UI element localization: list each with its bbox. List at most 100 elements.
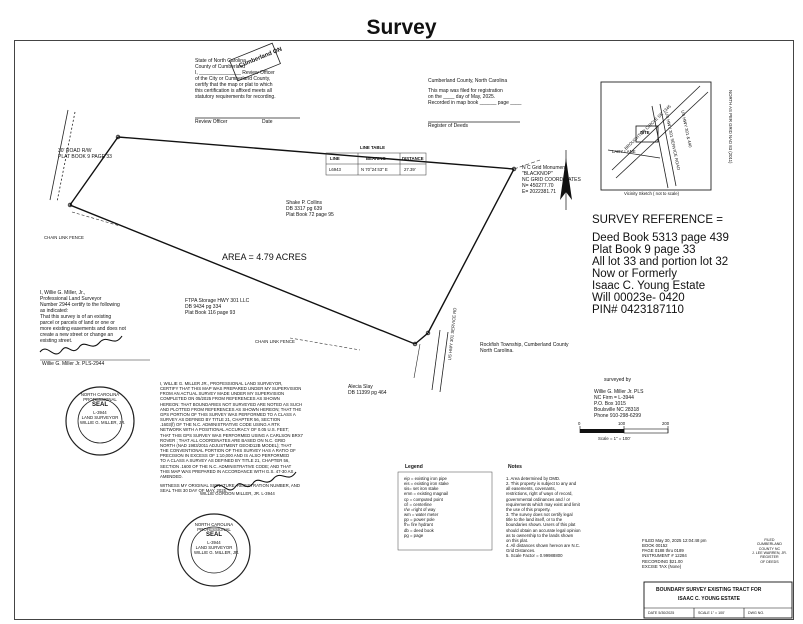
long-cert-line: SEAL THIS 30 DAY OF MAY, 2025. bbox=[160, 488, 228, 494]
fence-label: CHAIN LINK FENCE bbox=[44, 235, 84, 240]
surveyor-cert-line: Professional Land Surveyor bbox=[40, 296, 102, 302]
recording-line: FILED May 30, 2025 12:04:48 pm bbox=[642, 538, 707, 543]
long-cert-line: THIS MAP WAS PREPARED IN ACCORDANCE WITH… bbox=[160, 468, 294, 474]
line-table-header: DISTANCE bbox=[402, 156, 424, 161]
vicinity-caption: Vicinity Sketch ( not to scale) bbox=[624, 191, 680, 196]
long-cert-line: I, WILLIE G. MILLER JR., PROFESSIONAL LA… bbox=[160, 381, 283, 386]
legend-item: c/l = centerline bbox=[404, 501, 432, 507]
vicinity-site-label: SITE bbox=[640, 130, 650, 135]
title-block-cell: DWG NO. bbox=[748, 611, 765, 615]
surveyed-by-line: P.O. Box 1015 bbox=[594, 401, 626, 407]
register-of-deeds-label: Register of Deeds bbox=[428, 123, 469, 129]
survey-reference-line: PIN# 0423187110 bbox=[592, 304, 684, 317]
legend-item: emn = existing magnail bbox=[404, 491, 449, 497]
page-title: Survey bbox=[366, 16, 437, 39]
line-table-cell: L6943 bbox=[329, 167, 341, 172]
grid-monument-note: N C Grid Monument "BLACKNOP" NC GRID COO… bbox=[522, 165, 581, 195]
line-table-cell: 27.39' bbox=[404, 167, 416, 172]
registration-line: on the ____ day of May, 2025. bbox=[428, 94, 496, 100]
legend-item: pp = power pole bbox=[404, 517, 435, 523]
note-line: all easements, covenants, bbox=[506, 486, 556, 492]
surveyed-by-line: NC Firm = L-3944 bbox=[594, 395, 634, 401]
road-row-line bbox=[56, 111, 76, 203]
scale-label: Scale = 1" = 100' bbox=[598, 436, 631, 441]
parcel-boundary bbox=[68, 136, 516, 345]
legend-item: eip = existing iron pipe bbox=[404, 476, 447, 481]
review-date-label: Date bbox=[262, 119, 273, 125]
note-line: governmental ordinances and / or bbox=[506, 496, 571, 502]
title-block-cell: SCALE 1" = 100' bbox=[698, 611, 725, 615]
registration-county: Cumberland County, North Carolina bbox=[428, 78, 508, 84]
surveyor-name: Willie G. Miller Jr. PLS-2944 bbox=[42, 361, 105, 367]
long-cert-line: CERTIFY THAT THIS MAP WAS PREPARED UNDER… bbox=[160, 386, 302, 392]
note-line: on this plat. bbox=[506, 537, 528, 543]
monument-line: N C Grid Monument bbox=[522, 165, 567, 171]
seal-text: SEAL bbox=[91, 402, 108, 409]
fence-label: CHAIN LINK FENCE bbox=[255, 339, 295, 344]
note-line: requirements which may exist and limit bbox=[506, 501, 580, 507]
surveyor-seal-2 bbox=[177, 513, 251, 587]
surveyor-seal-1 bbox=[65, 386, 135, 456]
long-cert-line: PRECISION IN EXCESS OF 1:10,000 AND IS A… bbox=[160, 453, 290, 459]
seal-2-text: NORTH CAROLINA PROFESSIONAL SEAL L-3944 … bbox=[194, 522, 239, 555]
notes-title: Notes bbox=[508, 464, 522, 470]
register-stamp-line: COUNTY NC bbox=[758, 546, 781, 551]
monument-line: N= 450277.70 bbox=[522, 183, 554, 189]
line-table-cell: N 70°24'43" E bbox=[361, 167, 388, 172]
legend-item: cp = computed point bbox=[404, 496, 443, 502]
surveyor-cert-line: Number 2944 certify to the following bbox=[40, 302, 120, 308]
long-certification: I, WILLIE G. MILLER JR., PROFESSIONAL LA… bbox=[160, 381, 303, 493]
seal-text: SEAL bbox=[205, 532, 222, 539]
service-road-line bbox=[431, 329, 441, 391]
surveyed-by-label: surveyed by bbox=[604, 377, 631, 383]
title-block-line2: ISAAC C. YOUNG ESTATE bbox=[678, 596, 740, 602]
cumberland-stamp-box bbox=[229, 42, 281, 82]
register-stamp-line: CUMBERLAND bbox=[756, 542, 782, 547]
seal-1-text: NORTH CAROLINA PROFESSIONAL SEAL L-3944 … bbox=[80, 392, 125, 425]
owner-north: Shake P. Collins DB 3317 pg 639 Plat Boo… bbox=[286, 200, 334, 218]
line-table-title: LINE TABLE bbox=[360, 145, 385, 150]
signature-stroke bbox=[39, 335, 123, 355]
recording-line: PAGE 0188 thru 0189 bbox=[642, 548, 684, 554]
legend-item: pg = page bbox=[404, 532, 424, 538]
owner-line: FTPA Storage HWY 301 LLC bbox=[185, 298, 250, 304]
review-officer-cert: State of North Carolina County of Cumber… bbox=[195, 58, 276, 100]
long-cert-line: ROVER ; THAT ALL COORDINATES ARE BASED O… bbox=[160, 437, 286, 443]
surveyor-cert-line: I, Willie G. Miller, Jr., bbox=[40, 290, 86, 296]
road-row-note: 30' ROAD R/W PLAT BOOK 9 PAGE 33 bbox=[58, 148, 112, 160]
registration-line: This map was filed for registration bbox=[428, 88, 503, 94]
recording-line: RECORDING $21.00 bbox=[642, 558, 683, 564]
long-cert-line: HEREON: THAT BOUNDARIES NOT SURVEYED ARE… bbox=[160, 401, 303, 407]
scale-bar bbox=[579, 426, 669, 434]
vicinity-map-box bbox=[600, 81, 712, 191]
monument-line: E= 2022381.71 bbox=[522, 189, 557, 195]
road-note-line: 30' ROAD R/W bbox=[58, 148, 92, 154]
township-line: Rockfish Township, Cumberland County bbox=[480, 342, 569, 348]
surveyed-by-line: Willie G. Miller Jr. PLS bbox=[594, 389, 644, 395]
note-line: the use of this property. bbox=[506, 506, 551, 512]
owner-line: Alecia Slay bbox=[348, 384, 373, 390]
seal-text: L-3944 bbox=[93, 409, 107, 415]
title-block-box bbox=[643, 581, 793, 619]
note-line: title to the land itself, or to the bbox=[506, 517, 563, 523]
long-cert-line: THE CONVENTIONAL PORTION OF THIS SURVEY … bbox=[160, 448, 296, 454]
seal-text: NORTH CAROLINA bbox=[80, 392, 120, 397]
service-road-line bbox=[413, 343, 421, 379]
surveyor-cert-line: more existing easements and does not bbox=[40, 326, 126, 332]
review-officer-label: Review Officer bbox=[195, 119, 228, 125]
cert-line: of the City or Cumberland County, bbox=[195, 76, 271, 82]
survey-reference: SURVEY REFERENCE = Deed Book 5313 page 4… bbox=[592, 214, 729, 317]
survey-reference-line: Plat Book 9 page 33 bbox=[592, 244, 696, 257]
note-line: Grid Distances. bbox=[506, 548, 536, 554]
scale-tick-label: 0 bbox=[578, 421, 581, 426]
seal-text: LAND SURVEYOR bbox=[195, 544, 233, 550]
long-cert-line: TO A CLASS A SURVEY AS DEFINED BY TITLE … bbox=[160, 458, 290, 464]
owner-line: DB 11399 pg 464 bbox=[348, 390, 387, 396]
owner-line: DB 3317 pg 639 bbox=[286, 206, 323, 212]
corner-marker bbox=[425, 330, 431, 336]
recording-line: BOOK 00152 bbox=[642, 543, 668, 549]
surveyed-by-block: Willie G. Miller Jr. PLS NC Firm = L-394… bbox=[594, 389, 643, 419]
corner-marker bbox=[67, 202, 73, 208]
corner-marker bbox=[115, 134, 121, 140]
